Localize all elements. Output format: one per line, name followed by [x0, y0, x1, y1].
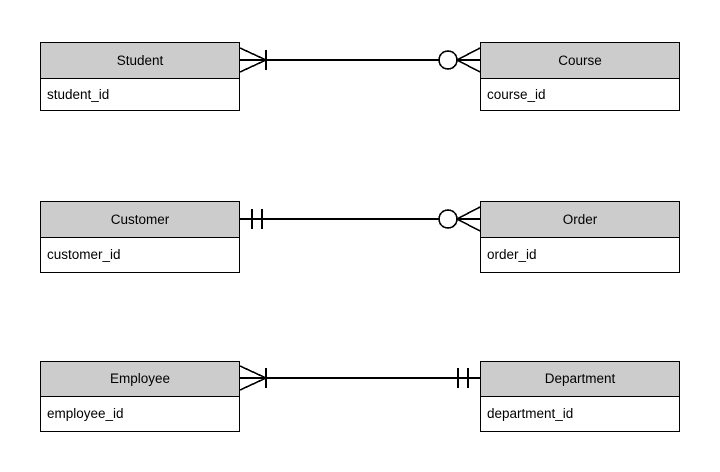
entity-name-order: Order [481, 202, 679, 238]
entity-attribute-course-id: course_id [481, 79, 679, 110]
cardinality-one-or-many-icon-student [239, 47, 267, 73]
entity-name-course: Course [481, 43, 679, 79]
entity-name-student: Student [41, 43, 239, 79]
cardinality-zero-or-many-icon-order [438, 206, 481, 232]
entity-box-order[interactable]: Order order_id [480, 201, 680, 273]
entity-name-department: Department [481, 362, 679, 397]
entity-name-customer: Customer [41, 202, 239, 238]
entity-box-student[interactable]: Student student_id [40, 42, 240, 111]
entity-attribute-student-id: student_id [41, 79, 239, 110]
entity-box-department[interactable]: Department department_id [480, 361, 680, 432]
cardinality-zero-or-many-icon-course [438, 47, 481, 73]
entity-name-employee: Employee [41, 362, 239, 397]
entity-attribute-customer-id: customer_id [41, 238, 239, 272]
cardinality-exactly-one-icon-department [457, 368, 469, 388]
cardinality-one-or-many-icon-employee [239, 365, 267, 391]
entity-box-course[interactable]: Course course_id [480, 42, 680, 111]
entity-box-customer[interactable]: Customer customer_id [40, 201, 240, 273]
entity-box-employee[interactable]: Employee employee_id [40, 361, 240, 432]
cardinality-exactly-one-icon-customer [251, 209, 263, 229]
entity-attribute-department-id: department_id [481, 397, 679, 431]
entity-attribute-employee-id: employee_id [41, 397, 239, 431]
entity-attribute-order-id: order_id [481, 238, 679, 272]
